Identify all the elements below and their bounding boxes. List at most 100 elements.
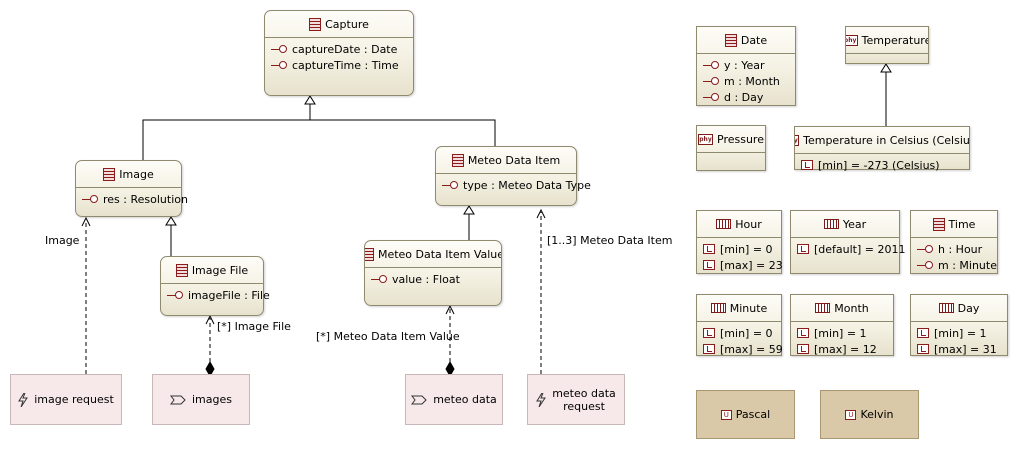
class-icon (365, 247, 374, 261)
enumeration-icon (710, 303, 726, 313)
class-date[interactable]: Date y : Year m : Month d : Day (696, 26, 796, 106)
physical-type-icon: phy (698, 133, 713, 145)
class-day[interactable]: Day [min] = 1 [max] = 31 (910, 294, 1008, 356)
enumeration-icon (938, 303, 954, 313)
class-temperature[interactable]: phy Temperature (845, 26, 929, 64)
class-meteo-data-item[interactable]: Meteo Data Item type : Meteo Data Type (435, 146, 591, 206)
attribute-row[interactable]: m : Month (703, 73, 791, 89)
attribute-row[interactable]: d : Day (703, 89, 791, 105)
attribute-row[interactable]: imageFile : File (167, 287, 270, 303)
flow-meteo-data-request[interactable]: meteo data request (527, 374, 625, 425)
literal-row[interactable]: [max] = 59 (703, 341, 783, 357)
attribute-row[interactable]: h : Hour (917, 241, 993, 257)
attribute-icon (703, 60, 719, 70)
attribute-row[interactable]: captureDate : Date (271, 41, 409, 57)
flow-images[interactable]: images (152, 374, 250, 425)
attribute-icon (917, 260, 933, 270)
attribute-row[interactable]: res : Resolution (82, 191, 188, 207)
flow-meteo-data-request-label: meteo data request (552, 386, 616, 413)
generalization-temperature (880, 63, 892, 126)
literal-icon (797, 328, 809, 338)
flow-image-request[interactable]: image request (10, 374, 122, 425)
attribute-icon (442, 180, 458, 190)
attribute-row[interactable]: m : Minute (917, 257, 997, 273)
class-meteo-data-item-header: Meteo Data Item (436, 147, 576, 174)
class-name: Capture (325, 17, 369, 31)
literal-row[interactable]: [max] = 23 (703, 257, 783, 273)
class-hour[interactable]: Hour [min] = 0 [max] = 23 (696, 210, 783, 274)
dependency-image-request (81, 216, 91, 374)
class-month[interactable]: Month [min] = 1 [max] = 12 (790, 294, 894, 356)
literal-icon (797, 344, 809, 354)
unit-kelvin[interactable]: U Kelvin (820, 390, 919, 439)
literal-row[interactable]: [min] = -273 (Celsius) (801, 157, 965, 173)
class-minute-header: Minute (697, 295, 781, 322)
attribute-icon (371, 274, 387, 284)
class-year[interactable]: Year [default] = 2011 (790, 210, 906, 274)
dependency-images (205, 314, 215, 378)
enumeration-icon (823, 219, 839, 229)
enumeration-icon (716, 219, 732, 229)
chevron-flow-icon (411, 395, 427, 405)
literal-icon (703, 260, 715, 270)
literal-row[interactable]: [max] = 12 (797, 341, 889, 357)
class-month-header: Month (791, 295, 893, 322)
unit-icon: U (845, 409, 857, 420)
class-date-header: Date (697, 27, 795, 54)
flow-meteo-data[interactable]: meteo data (405, 374, 503, 425)
generalization-meteo-value (463, 205, 475, 240)
class-pressure[interactable]: phy Pressure (696, 125, 766, 171)
class-icon (175, 263, 188, 277)
class-pressure-header: phy Pressure (697, 126, 765, 153)
label-meteo-value-association: [*] Meteo Data Item Value (316, 330, 460, 343)
class-time-header: Time (911, 211, 997, 238)
physical-type-icon: phy (795, 134, 800, 146)
class-meteo-data-item-value[interactable]: Meteo Data Item Value value : Float (364, 240, 502, 306)
literal-icon (917, 328, 929, 338)
chevron-flow-icon (170, 395, 186, 405)
attribute-row[interactable]: value : Float (371, 271, 497, 287)
attribute-icon (703, 76, 719, 86)
literal-icon (797, 244, 809, 254)
class-icon (932, 217, 945, 231)
class-capture[interactable]: Capture captureDate : Date captureTime :… (264, 10, 414, 96)
class-temperature-celsius[interactable]: phy Temperature in Celsius (Celsius) [mi… (794, 126, 970, 173)
unit-icon: U (720, 409, 732, 420)
class-time[interactable]: Time h : Hour m : Minute (910, 210, 998, 274)
literal-row[interactable]: [min] = 0 (703, 325, 777, 341)
class-hour-header: Hour (697, 211, 781, 238)
dependency-meteo-data-request (536, 208, 546, 374)
attribute-row[interactable]: captureTime : Time (271, 57, 409, 73)
literal-row[interactable]: [max] = 31 (917, 341, 1003, 357)
label-image-dependency: Image (45, 234, 80, 247)
attribute-icon (917, 244, 933, 254)
attribute-icon (167, 290, 183, 300)
class-image[interactable]: Image res : Resolution (75, 160, 188, 217)
class-minute[interactable]: Minute [min] = 0 [max] = 59 (696, 294, 783, 357)
attribute-icon (703, 92, 719, 102)
class-image-file[interactable]: Image File imageFile : File (160, 256, 270, 316)
attribute-row[interactable]: y : Year (703, 57, 791, 73)
class-icon (451, 153, 464, 167)
literal-row[interactable]: [default] = 2011 (797, 241, 906, 257)
class-icon (309, 17, 322, 31)
label-image-file-association: [*] Image File (217, 320, 291, 333)
class-year-header: Year (791, 211, 899, 238)
class-icon (103, 167, 116, 181)
generalization-image-file (165, 216, 177, 256)
enumeration-icon (815, 303, 831, 313)
class-capture-header: Capture (265, 11, 413, 38)
lightning-icon (536, 392, 547, 407)
literal-row[interactable]: [min] = 0 (703, 241, 777, 257)
class-temperature-header: phy Temperature (846, 27, 928, 54)
literal-row[interactable]: [min] = 1 (797, 325, 889, 341)
literal-icon (703, 344, 715, 354)
unit-pascal[interactable]: U Pascal (696, 390, 795, 439)
class-image-file-header: Image File (161, 257, 263, 284)
literal-row[interactable]: [min] = 1 (917, 325, 1003, 341)
attribute-icon (82, 194, 98, 204)
physical-type-icon: phy (846, 34, 858, 46)
lightning-icon (18, 392, 29, 407)
literal-icon (703, 244, 715, 254)
attribute-row[interactable]: type : Meteo Data Type (442, 177, 591, 193)
